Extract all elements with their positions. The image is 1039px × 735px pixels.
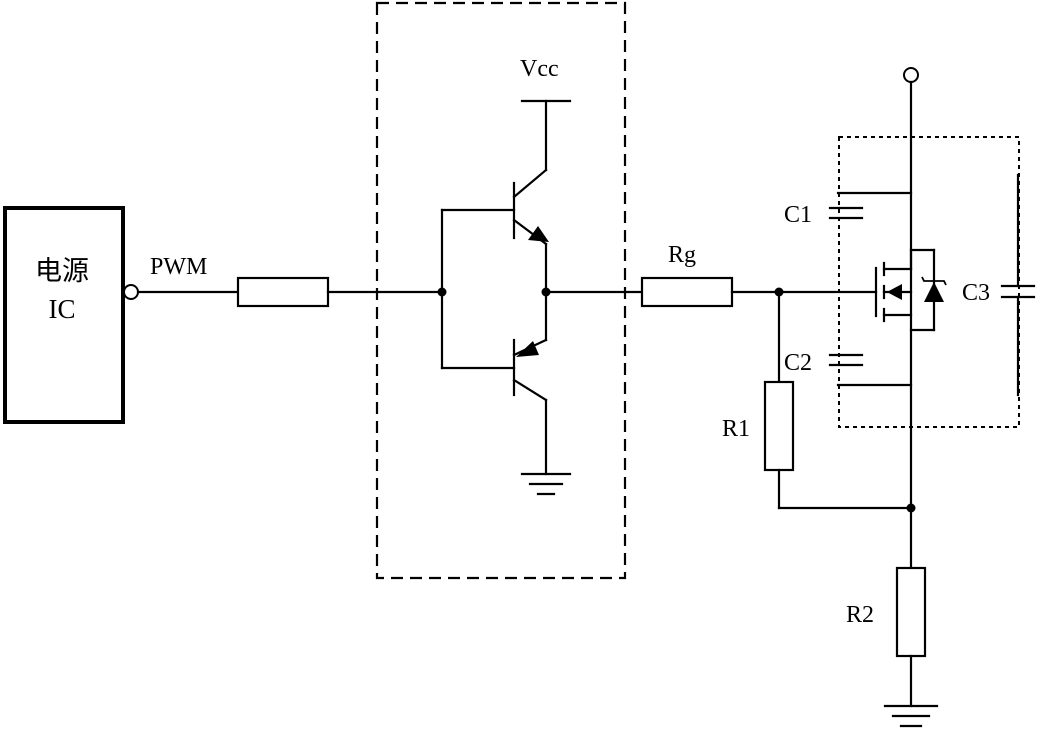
npn-transistor <box>512 168 549 246</box>
gate-resistor-rg: Rg <box>640 242 734 308</box>
driver-ground-icon <box>520 472 572 496</box>
source-node <box>906 503 916 513</box>
drain-terminal <box>903 67 919 83</box>
power-ic-block: 电源 IC <box>3 206 125 424</box>
c3-label: C3 <box>962 280 990 306</box>
resistor-r1: R1 <box>722 290 913 510</box>
vcc-rail: Vcc <box>520 56 572 172</box>
r2-label: R2 <box>846 602 874 628</box>
body-diode-icon <box>924 282 944 302</box>
capacitor-c1: C1 <box>784 191 913 228</box>
sense-ground-icon <box>883 704 939 728</box>
input-resistor <box>236 276 330 308</box>
mosfet-dotted-box <box>838 136 1020 428</box>
totem-pole-base-wiring <box>437 208 516 370</box>
resistor-r2: R2 <box>846 566 927 708</box>
pnp-transistor <box>512 338 548 476</box>
driver-dashed-box <box>375 1 627 580</box>
capacitor-c2: C2 <box>784 350 913 387</box>
ic-label-line2: IC <box>49 294 76 324</box>
vcc-label: Vcc <box>520 56 559 82</box>
drain-source-line <box>903 67 919 570</box>
capacitor-c3: C3 <box>962 173 1036 397</box>
c1-label: C1 <box>784 202 812 228</box>
pwm-net: PWM <box>123 254 240 300</box>
pwm-label: PWM <box>150 254 207 280</box>
r1-label: R1 <box>722 416 750 442</box>
ic-label-line1: 电源 <box>35 256 89 287</box>
rg-label: Rg <box>668 242 696 268</box>
c2-label: C2 <box>784 350 812 376</box>
npn-emitter-arrow-icon <box>528 226 549 242</box>
pwm-terminal <box>123 284 139 300</box>
mosfet-channel-arrow-icon <box>887 284 902 300</box>
mosfet-symbol <box>874 248 947 332</box>
pnp-emitter-arrow-icon <box>516 341 539 357</box>
